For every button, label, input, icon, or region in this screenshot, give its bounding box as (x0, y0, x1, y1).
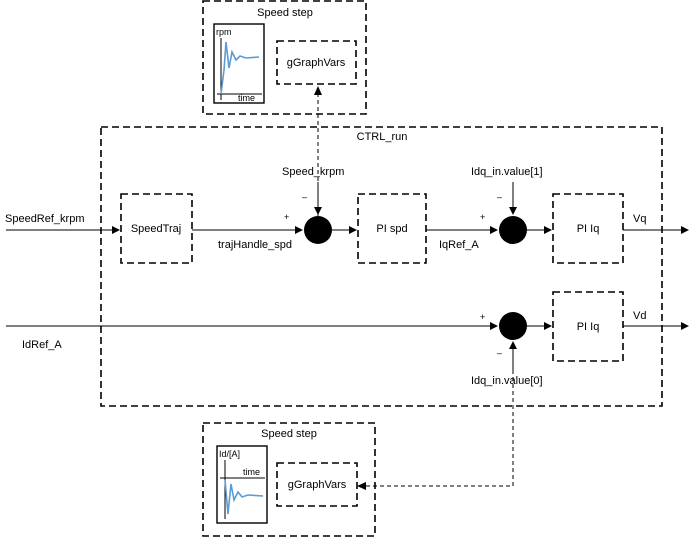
id-sum-plus: + (480, 312, 485, 322)
bottom-graph-xlabel: time (243, 467, 260, 477)
traj-handle-label: trajHandle_spd (218, 239, 292, 251)
ctrl-run-title: CTRL_run (357, 131, 408, 143)
top-graph-ylabel: rpm (216, 27, 232, 37)
idq0-label: Idq_in.value[0] (471, 375, 543, 387)
speedtraj-block[interactable]: SpeedTraj (120, 193, 193, 264)
pi-iq-bottom-label: PI Iq (577, 321, 600, 333)
vd-label: Vd (633, 310, 646, 322)
top-gGraphVars-label: gGraphVars (287, 57, 346, 69)
pi-iq-bottom-block[interactable]: PI Iq (552, 291, 624, 362)
speedtraj-label: SpeedTraj (131, 223, 181, 235)
pi-spd-label: PI spd (376, 223, 407, 235)
speedref-label: SpeedRef_krpm (5, 213, 85, 225)
bottom-graph-ylabel: Id/[A] (219, 449, 240, 459)
top-speed-step-group: Speed step rpm time gGraphVars (202, 0, 367, 115)
iq-sum-minus: – (497, 192, 502, 202)
ctrl-run-frame (100, 126, 663, 407)
top-speed-step-title: Speed step (257, 7, 313, 19)
top-speed-step-frame (202, 0, 367, 115)
top-graph-xlabel: time (238, 93, 255, 103)
speed-probe-arrow (314, 86, 322, 95)
id-sum-junction (499, 312, 527, 340)
bottom-id-graph-icon: Id/[A] time (216, 445, 268, 524)
pi-spd-block[interactable]: PI spd (357, 193, 427, 264)
id-probe-arrow (357, 482, 366, 490)
vq-label: Vq (633, 213, 646, 225)
speed-krpm-label: Speed_krpm (282, 166, 344, 178)
speed-sum-minus: – (302, 192, 307, 202)
id-sum-minus: – (497, 348, 502, 358)
pi-iq-top-block[interactable]: PI Iq (552, 193, 624, 264)
top-gGraphVars-block[interactable] (276, 40, 357, 85)
idref-label: IdRef_A (22, 339, 62, 351)
id-probe-line (366, 342, 514, 487)
speed-sum-plus: + (284, 212, 289, 222)
top-rpm-curve (220, 41, 260, 95)
top-rpm-graph-icon: rpm time (213, 23, 265, 104)
bottom-speed-step-title: Speed step (261, 428, 317, 440)
iq-sum-junction (499, 216, 527, 244)
pi-iq-top-label: PI Iq (577, 223, 600, 235)
iqref-label: IqRef_A (439, 239, 479, 251)
bottom-gGraphVars-label: gGraphVars (288, 479, 347, 491)
bottom-speed-step-group: Speed step Id/[A] time gGraphVars (202, 422, 376, 537)
bottom-id-curve (224, 479, 264, 515)
iq-sum-plus: + (480, 212, 485, 222)
speed-sum-junction (304, 216, 332, 244)
bottom-gGraphVars-block[interactable] (276, 462, 358, 507)
idq1-label: Idq_in.value[1] (471, 166, 543, 178)
